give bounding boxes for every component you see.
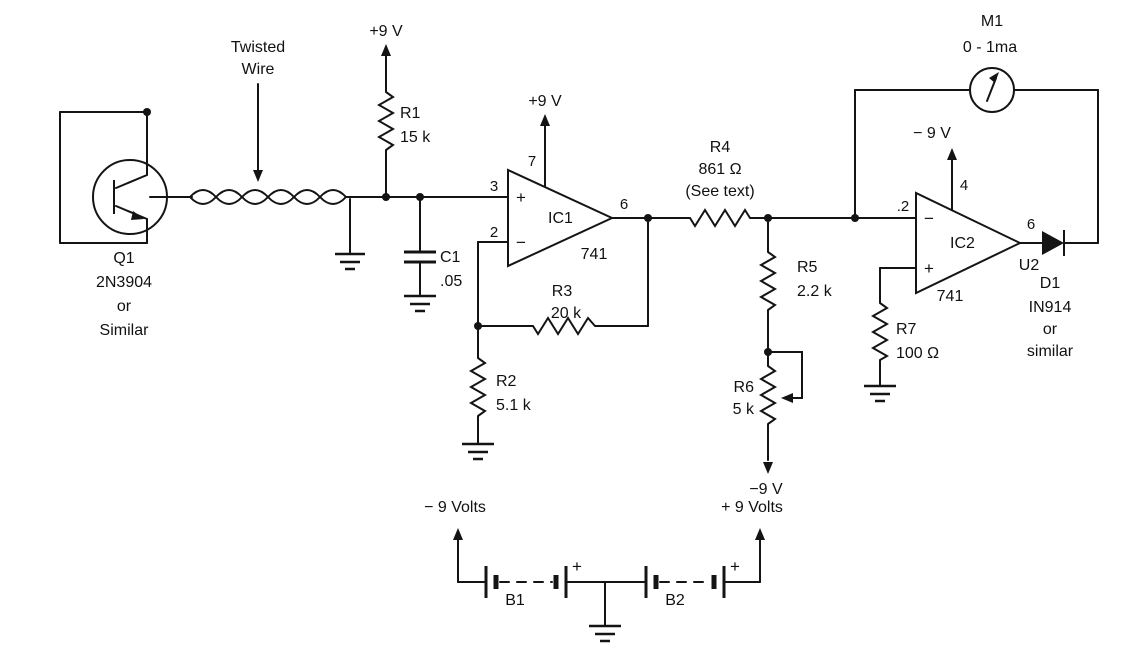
r7-value: 100 Ω — [896, 345, 939, 362]
opamp-triangle — [915, 191, 1023, 295]
opamp-triangle — [507, 168, 615, 268]
r6-potentiometer: R6 5 k −9 V — [733, 351, 803, 498]
ic1-pin7-label: 7 — [528, 153, 536, 170]
r6-supply-label: −9 V — [749, 481, 783, 498]
up-arrow-icon — [947, 148, 957, 160]
left-arrow-icon — [781, 393, 793, 403]
r4-value: 861 Ω — [698, 161, 741, 178]
resistor-zigzag — [870, 302, 890, 361]
down-arrow-icon — [253, 170, 263, 182]
signal-line — [611, 208, 917, 228]
r1-value: 15 k — [400, 129, 431, 146]
diode-triangle — [1042, 231, 1064, 255]
r5-value: 2.2 k — [797, 283, 833, 300]
m1-meter: M1 0 - 1ma — [854, 13, 1099, 244]
q1-transistor: Q1 2N3904 or Similar — [59, 108, 193, 339]
up-arrow-icon — [540, 114, 550, 126]
b2-plus-sign: + — [730, 557, 740, 576]
resistor-zigzag — [758, 365, 778, 425]
up-arrow-icon — [755, 528, 765, 540]
q1-similar: Similar — [100, 322, 150, 339]
battery-section: − 9 Volts + B1 + B2 + 9 — [424, 499, 783, 643]
r1-resistor: +9 V R1 15 k — [369, 23, 431, 198]
wiper-wire — [767, 351, 803, 399]
meter-needle-arrow — [989, 72, 999, 83]
b2-label: B2 — [665, 592, 685, 609]
down-arrow-icon — [763, 462, 773, 474]
twisted-wire-pair: Twisted Wire — [189, 39, 347, 205]
battery-b1: + B1 — [484, 557, 582, 609]
r2-resistor: R2 5.1 k — [462, 325, 532, 461]
q1-name: Q1 — [113, 250, 134, 267]
m1-range: 0 - 1ma — [963, 39, 1017, 56]
battery-b2: + B2 — [644, 557, 740, 609]
ic1-pin2-label: 2 — [490, 224, 498, 241]
ic2-supply-label: − 9 V — [913, 125, 951, 142]
b1-label: B1 — [505, 592, 525, 609]
ic2-plus-input: + — [924, 259, 934, 278]
r3-name: R3 — [552, 283, 573, 300]
ic2-pin2-label: .2 — [897, 198, 910, 215]
r2-name: R2 — [496, 373, 517, 390]
r3-resistor: R3 20 k — [474, 217, 649, 336]
m1-name: M1 — [981, 13, 1003, 30]
r4-note: (See text) — [685, 183, 754, 200]
resistor-zigzag — [689, 208, 751, 228]
ic2-minus-input: − — [924, 209, 934, 228]
ic2-opamp: − 9 V − + IC2 741 .2 4 6 U2 — [879, 125, 1040, 305]
c1-capacitor: C1 .05 — [404, 196, 462, 313]
ic1-pin6-label: 6 — [620, 196, 628, 213]
resistor-zigzag — [468, 357, 488, 417]
q1-or: or — [117, 298, 132, 315]
r6-value: 5 k — [733, 401, 755, 418]
ic2-ref: U2 — [1019, 257, 1040, 274]
d1-name: D1 — [1040, 275, 1061, 292]
ic2-pin6-label: 6 — [1027, 216, 1035, 233]
r3-value: 20 k — [551, 305, 582, 322]
r5-resistor: R5 2.2 k — [758, 217, 833, 356]
r2-value: 5.1 k — [496, 397, 532, 414]
r4-name: R4 — [710, 139, 731, 156]
r4-resistor: R4 861 Ω (See text) — [685, 139, 754, 200]
ground-symbol — [335, 198, 365, 271]
ic1-name: IC1 — [548, 210, 573, 227]
ic1-pin3-label: 3 — [490, 178, 498, 195]
up-arrow-icon — [453, 528, 463, 540]
twisted-wire-label-1: Twisted — [231, 39, 285, 56]
r1-supply-label: +9 V — [369, 23, 403, 40]
d1-part: IN914 — [1029, 299, 1072, 316]
resistor-zigzag — [532, 316, 596, 336]
ic1-supply-label: +9 V — [528, 93, 562, 110]
up-arrow-icon — [381, 44, 391, 56]
r7-name: R7 — [896, 321, 917, 338]
ic1-minus-input: − — [516, 233, 526, 252]
r6-name: R6 — [734, 379, 755, 396]
d1-diode: D1 IN914 or similar — [1019, 230, 1099, 360]
d1-or: or — [1043, 321, 1058, 338]
r5-name: R5 — [797, 259, 818, 276]
ic1-plus-input: + — [516, 188, 526, 207]
ic2-part: 741 — [937, 288, 964, 305]
resistor-zigzag — [376, 91, 396, 151]
b1-plus-sign: + — [572, 557, 582, 576]
r1-name: R1 — [400, 105, 421, 122]
twisted-wire-label-2: Wire — [242, 61, 275, 78]
emitter-arrow-icon — [131, 211, 144, 220]
r7-resistor: R7 100 Ω — [864, 267, 939, 403]
ic2-name: IC2 — [950, 235, 975, 252]
d1-similar: similar — [1027, 343, 1074, 360]
q1-part: 2N3904 — [96, 274, 152, 291]
c1-name: C1 — [440, 249, 461, 266]
pos-rail-label: + 9 Volts — [721, 499, 783, 516]
c1-value: .05 — [440, 273, 462, 290]
input-rail — [345, 193, 509, 201]
neg-rail-label: − 9 Volts — [424, 499, 486, 516]
ic1-part: 741 — [581, 246, 608, 263]
ic1-opamp: +9 V + − IC1 741 3 2 7 6 — [477, 93, 628, 327]
ic2-pin4-label: 4 — [960, 177, 968, 194]
resistor-zigzag — [758, 251, 778, 311]
